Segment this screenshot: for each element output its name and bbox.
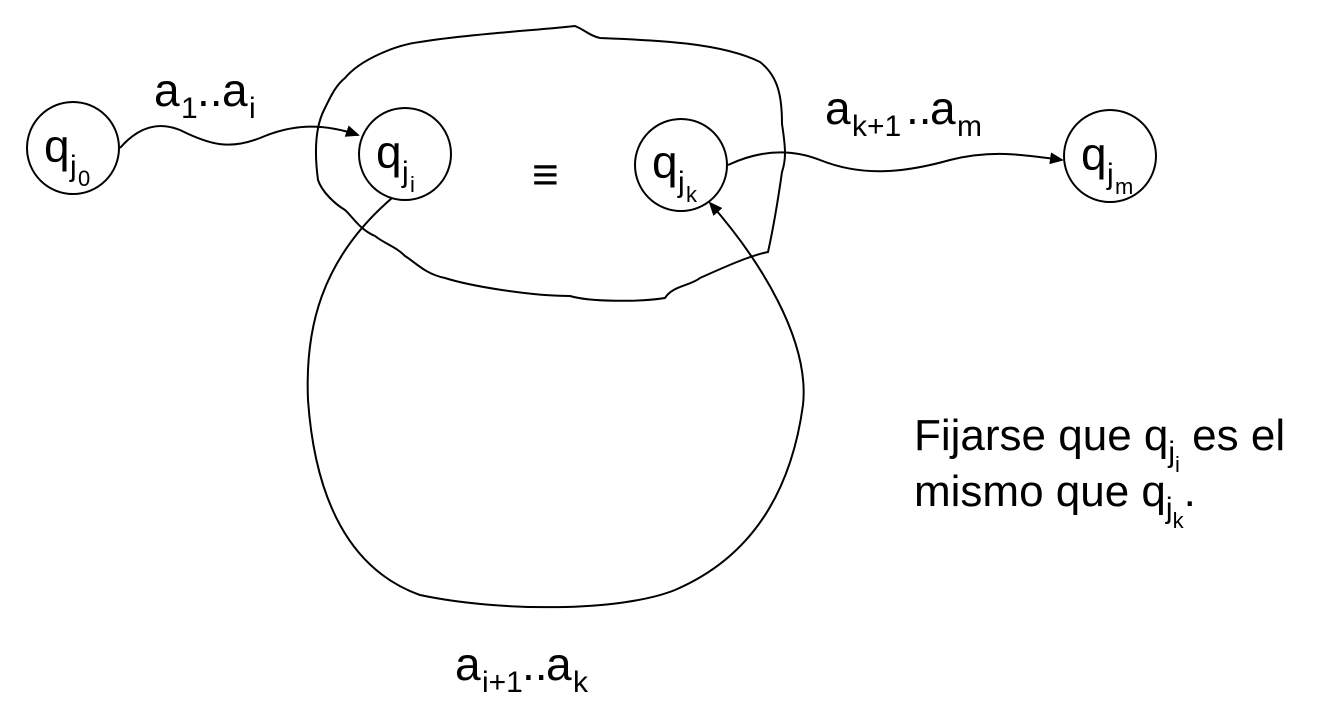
state-label-qm: q j m [1081,128,1133,199]
svg-text:k: k [573,666,589,699]
svg-text:0: 0 [78,166,90,191]
state-circle-qm [1063,109,1157,203]
state-circle-qk [634,118,728,212]
edge-label-last: a k+1 .. a m [825,82,982,143]
edge-last [727,151,1064,173]
svg-text:q: q [652,136,678,188]
svg-text:a: a [930,82,956,134]
svg-text:k+1: k+1 [852,110,901,143]
state-label-q0: q j 0 [44,120,90,191]
svg-text:i: i [410,172,415,197]
loop-path [306,197,805,609]
svg-text:q: q [44,120,70,172]
svg-text:a: a [455,638,481,690]
svg-text:j: j [1106,158,1114,191]
svg-text:j: j [677,166,685,199]
equivalence-region [315,24,786,302]
edge-first [119,125,360,149]
svg-text:..: .. [197,64,223,116]
svg-text:i+1: i+1 [482,666,523,699]
svg-text:a: a [825,82,851,134]
svg-text:Fijarse que qji es el: Fijarse que qji es el [914,411,1285,477]
edge-label-loop: a i+1 .. a k [455,638,589,699]
edge-label-first: a 1 .. a i [154,64,256,125]
svg-text:m: m [1115,174,1133,199]
svg-text:q: q [376,126,402,178]
svg-text:a: a [546,638,572,690]
note-text: Fijarse que qji es el mismo que qjk. [914,411,1285,533]
svg-text:j: j [69,150,77,183]
state-label-qk: q j k [652,136,698,207]
svg-text:..: .. [522,638,548,690]
svg-text:mismo que qjk.: mismo que qjk. [914,467,1196,533]
equiv-symbol: ≡ [532,148,559,200]
svg-text:..: .. [906,82,932,134]
svg-text:i: i [249,92,256,125]
svg-text:q: q [1081,128,1107,180]
svg-text:a: a [222,64,248,116]
svg-text:a: a [154,64,180,116]
state-circle-q0 [26,101,120,195]
svg-text:k: k [686,182,698,207]
svg-text:m: m [957,110,982,143]
svg-text:1: 1 [181,92,198,125]
state-circle-qi [358,107,452,201]
svg-text:j: j [401,156,409,189]
state-label-qi: q j i [376,126,415,197]
